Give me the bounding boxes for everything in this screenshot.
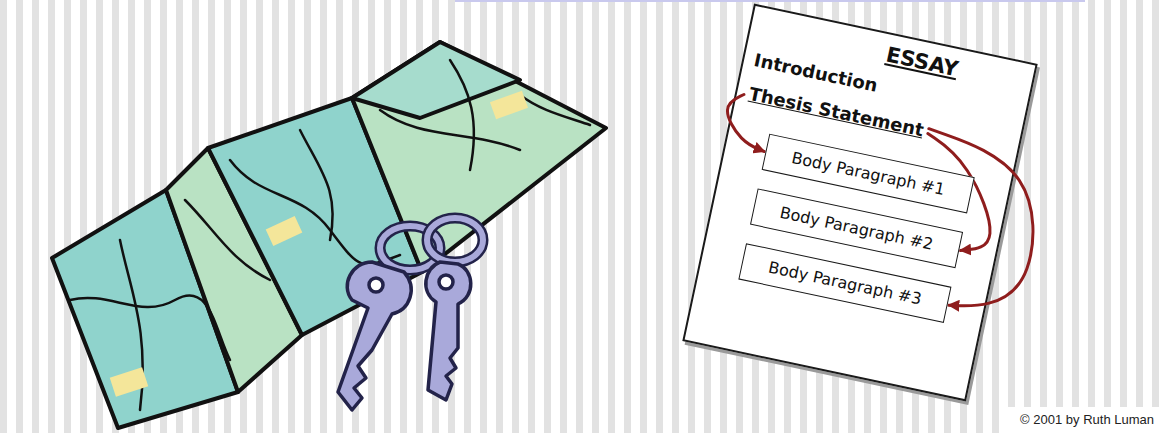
copyright-note: © 2001 by Ruth Luman	[1006, 407, 1162, 433]
map-places	[110, 91, 528, 397]
map-roads	[70, 60, 590, 410]
folded-map	[52, 42, 606, 428]
essay-heading: ESSAY	[884, 43, 961, 82]
top-rule	[455, 0, 1085, 2]
keys	[338, 218, 483, 410]
connector-layer	[685, 6, 1036, 399]
